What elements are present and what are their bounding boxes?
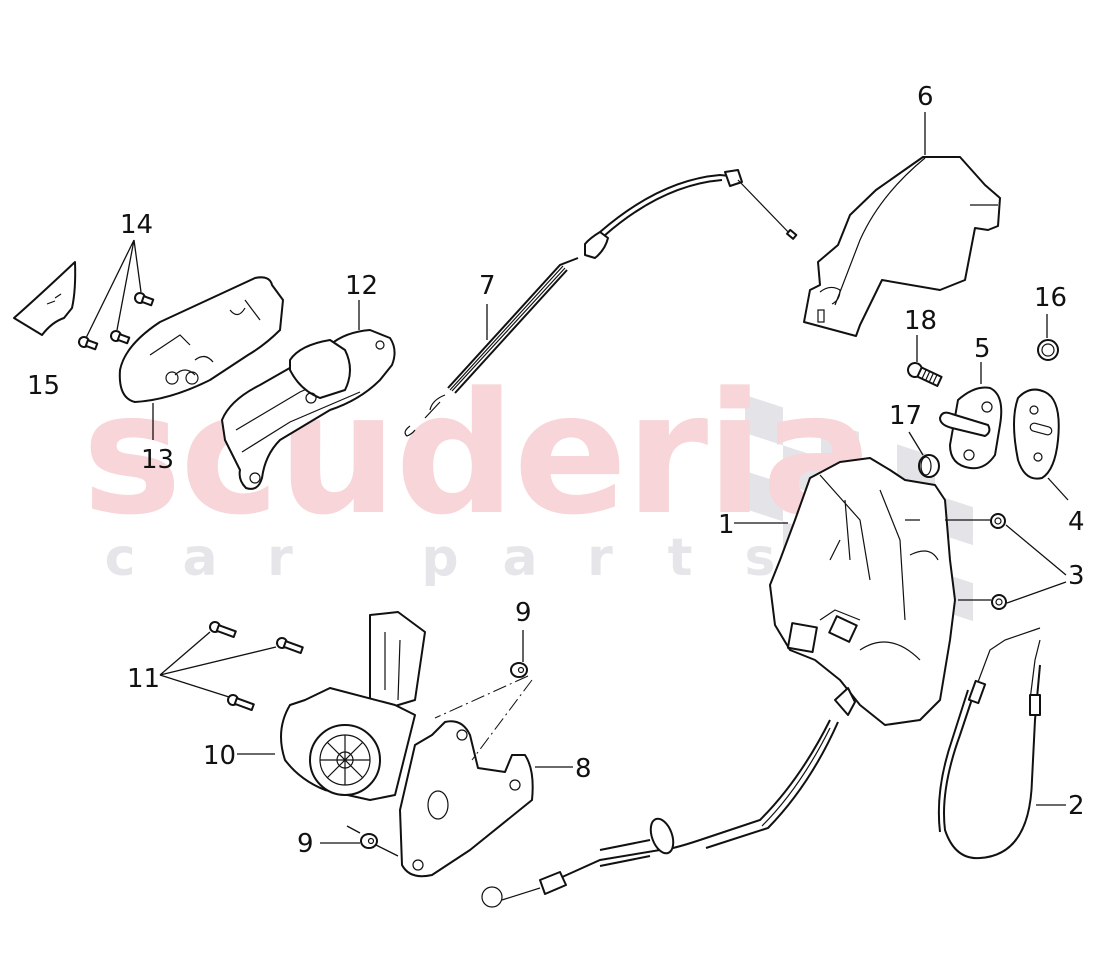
callout-7[interactable]: 7 [479,271,496,301]
part-16-cap-icon [1037,339,1059,361]
callout-13[interactable]: 13 [141,445,175,475]
part-9-spacer-top-icon [510,662,528,678]
part-3-nuts-icon [990,513,1007,610]
tagline-letter: p [421,528,459,588]
callout-14[interactable]: 14 [120,210,154,240]
tagline-letter: r [587,528,613,588]
part-4-shim-plate-icon [1013,388,1060,480]
part-8-bracket-icon [399,720,534,878]
callout-9-top[interactable]: 9 [515,598,532,628]
part-5-striker-icon [939,386,1003,470]
lock-cable-icon [481,719,839,908]
tagline-letter: a [502,528,538,588]
part-9-spacer-bottom-icon [360,833,378,849]
part-15-cover-cap-icon [13,261,77,336]
callout-17[interactable]: 17 [889,401,923,431]
callout-6[interactable]: 6 [917,82,934,112]
tagline-letter: t [667,528,693,588]
callout-10[interactable]: 10 [203,741,237,771]
part-10-window-motor-icon [280,611,426,801]
part-17-sleeve-icon [918,454,940,478]
part-18-bolt-icon [907,362,943,387]
callout-11[interactable]: 11 [127,664,161,694]
watermark-brand: scuderia [82,356,875,552]
callout-16[interactable]: 16 [1034,283,1068,313]
callout-5[interactable]: 5 [974,334,991,364]
tagline-letter: s [744,528,776,588]
callout-15[interactable]: 15 [27,371,61,401]
tagline-letter: r [267,528,293,588]
part-13-interior-handle-icon [118,276,284,403]
part-7-long-cable-icon [404,169,798,437]
callout-1[interactable]: 1 [718,510,735,540]
tagline-letter: c [104,528,136,588]
part-6-lock-cover-icon [803,156,1001,337]
callout-12[interactable]: 12 [345,271,379,301]
callout-4[interactable]: 4 [1068,507,1085,537]
part-2-short-cable-icon [937,627,1041,860]
callout-18[interactable]: 18 [904,306,938,336]
part-12-handle-frame-icon [221,329,396,490]
part-11-screws-icon [209,621,304,712]
part-1-door-lock-icon [769,457,956,726]
callout-9-bottom[interactable]: 9 [297,829,314,859]
callout-8[interactable]: 8 [575,754,592,784]
callout-2[interactable]: 2 [1068,791,1085,821]
tagline-letter: a [182,528,218,588]
callout-3[interactable]: 3 [1068,561,1085,591]
